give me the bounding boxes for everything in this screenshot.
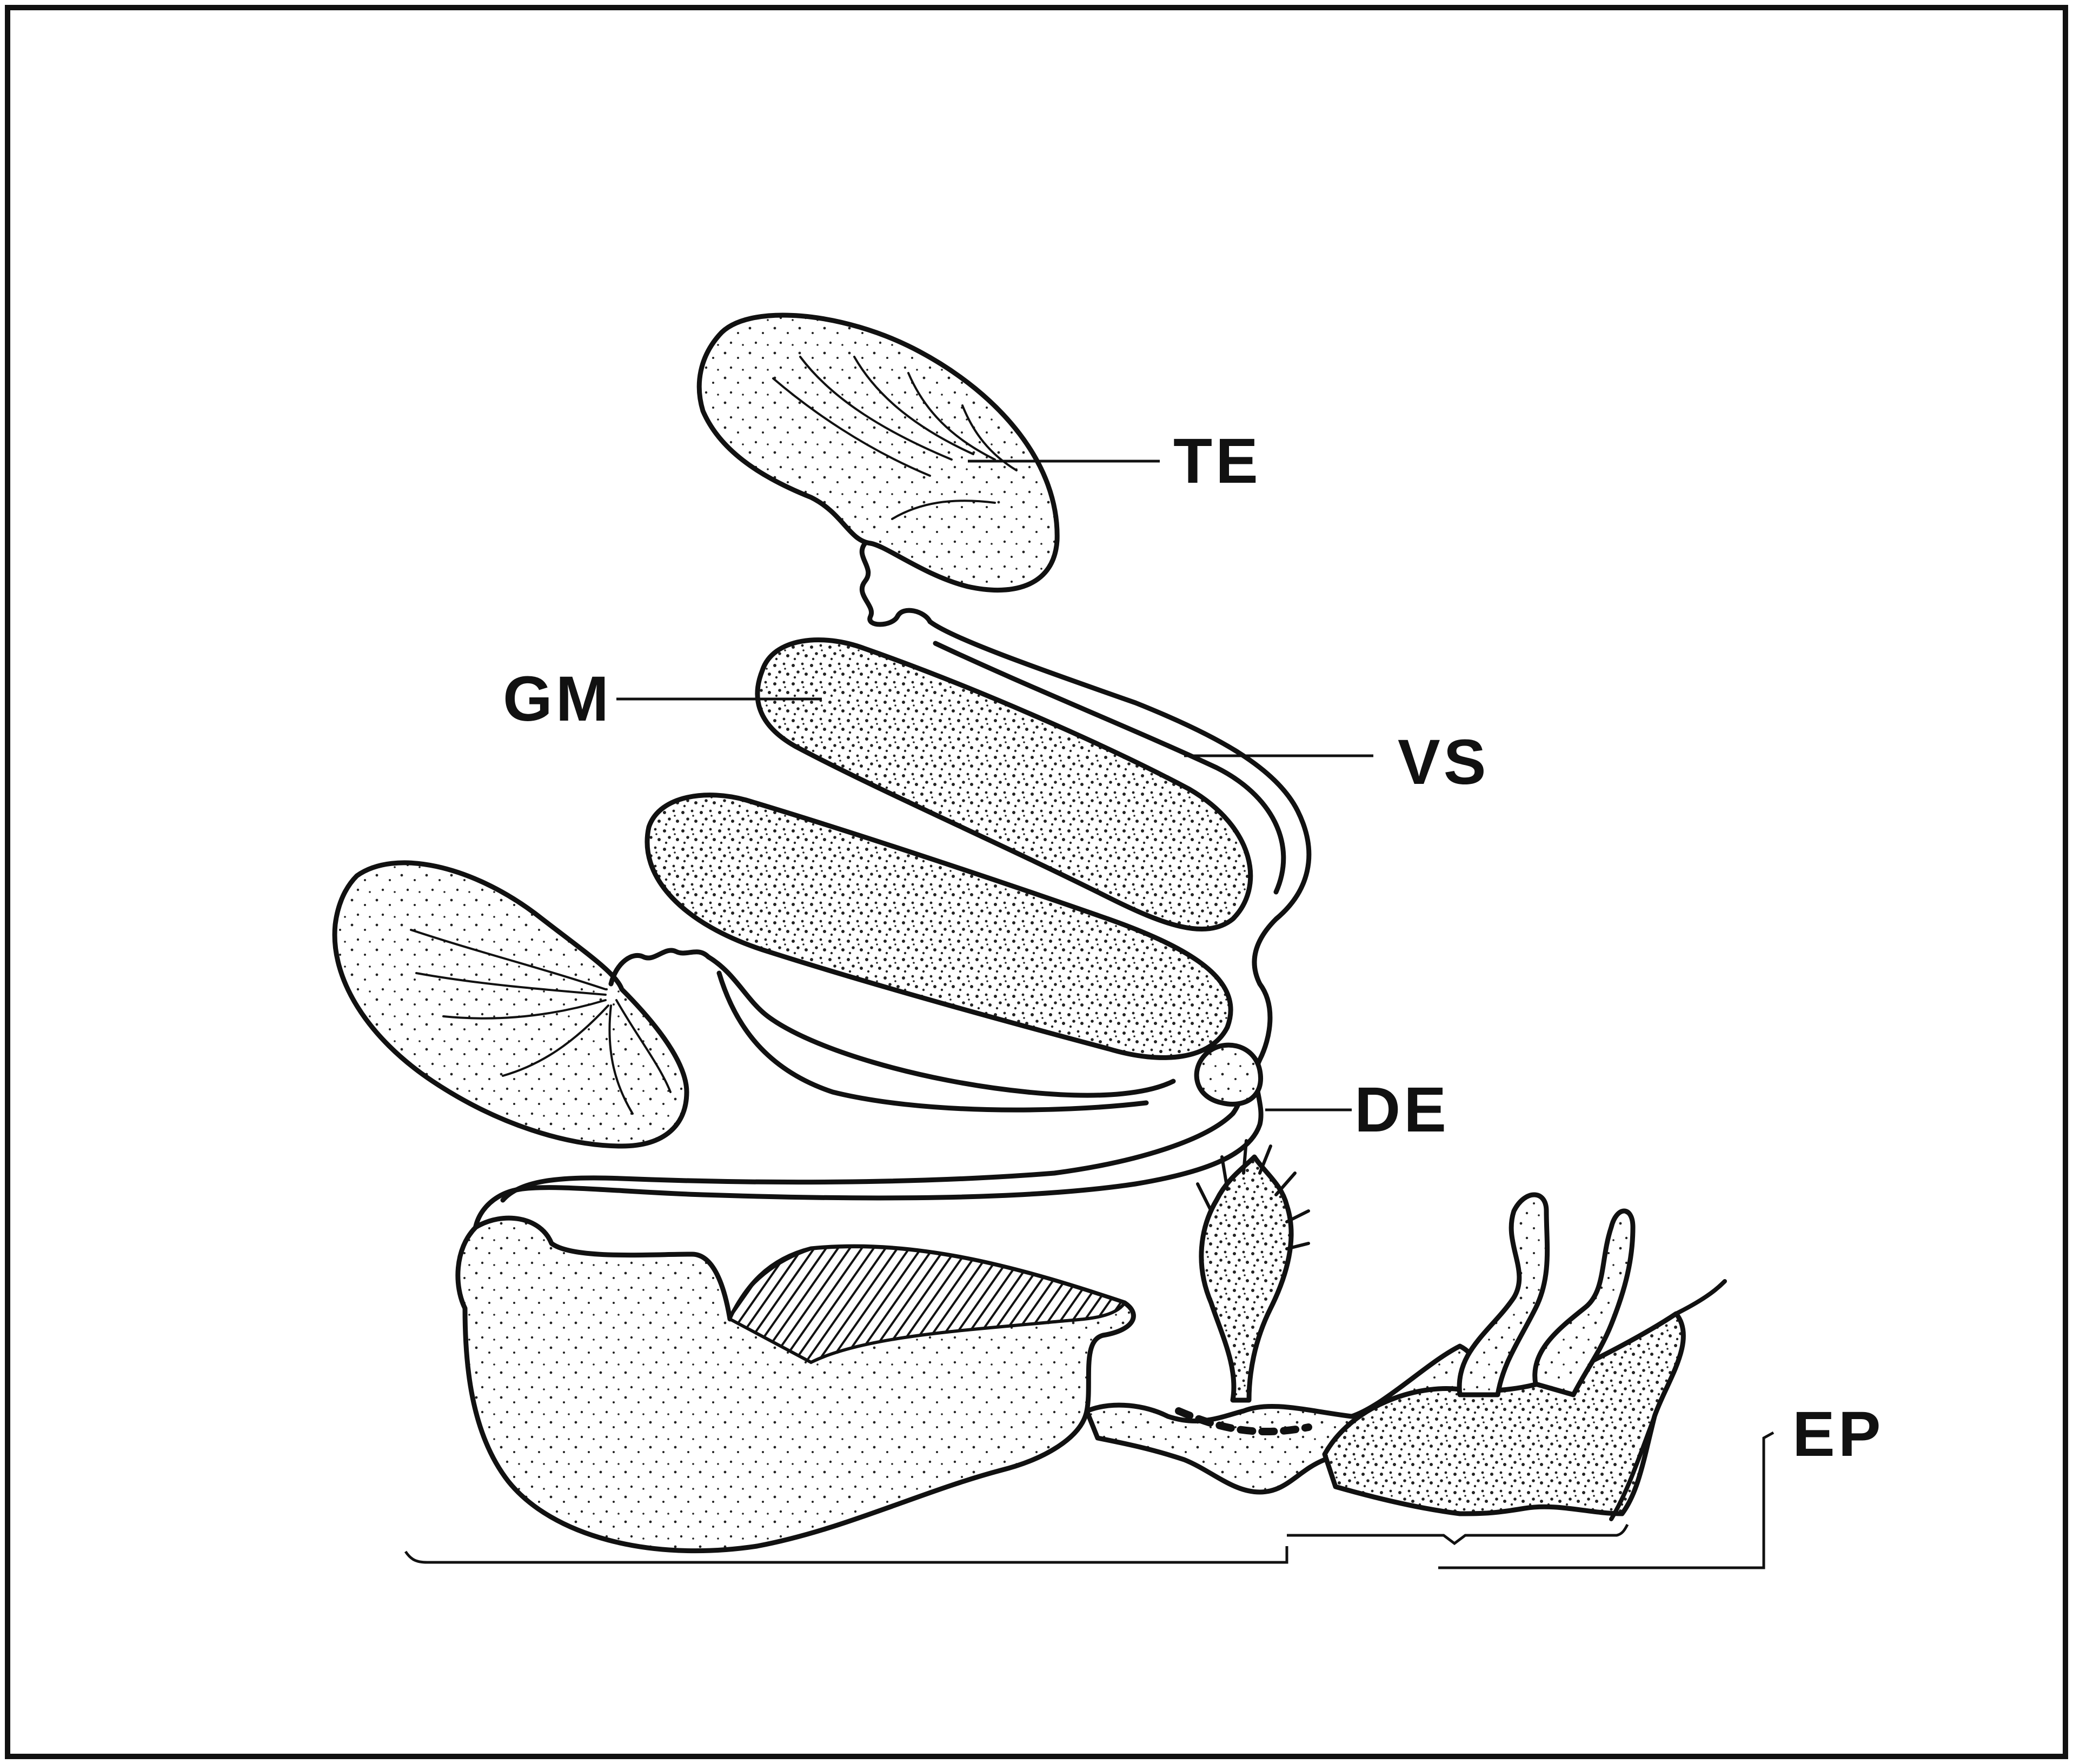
figure-frame bbox=[8, 8, 2065, 1756]
ejaculatory-bulb bbox=[458, 1218, 1134, 1551]
endophallus-bracket bbox=[1287, 1525, 1627, 1543]
label-vs: VS bbox=[1398, 727, 1489, 798]
bulb-bracket bbox=[406, 1546, 1287, 1562]
upper-testis bbox=[699, 315, 1057, 590]
label-te: TE bbox=[1173, 425, 1261, 497]
label-gm: GM bbox=[503, 663, 612, 735]
label-de: DE bbox=[1354, 1074, 1450, 1146]
duct-junction-bulb bbox=[1197, 1045, 1260, 1104]
label-ep: EP bbox=[1792, 1399, 1884, 1470]
lower-testis bbox=[335, 863, 687, 1146]
